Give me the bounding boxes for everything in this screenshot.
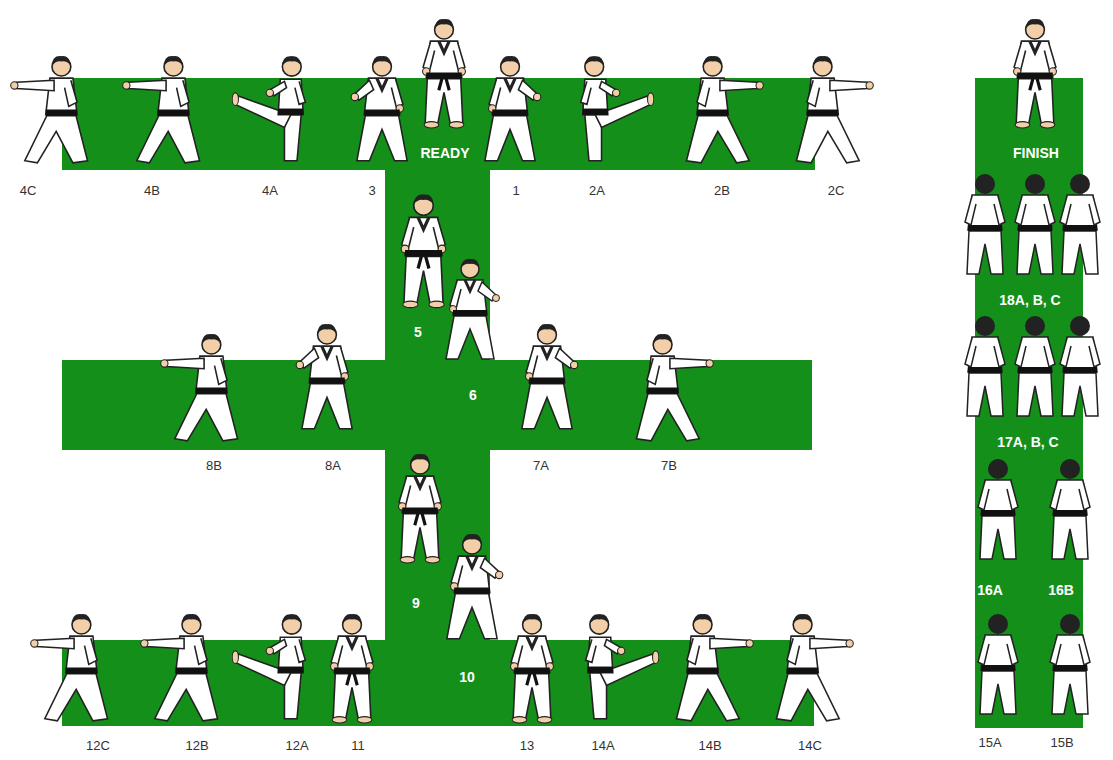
step-label: 15B	[1050, 735, 1073, 750]
step-label: 4B	[144, 183, 160, 198]
step-label: 14C	[798, 738, 822, 753]
punch-figure	[123, 56, 200, 163]
punch-figure	[796, 56, 873, 163]
punch-figure	[636, 334, 713, 441]
finish-figure	[1014, 19, 1057, 128]
back-figure	[1015, 316, 1055, 416]
step-label: 8B	[206, 458, 222, 473]
punch-figure	[141, 614, 218, 721]
step-label: 15A	[978, 735, 1001, 750]
step-label: READY	[420, 145, 469, 161]
step-label: 16A	[977, 582, 1003, 598]
kick-figure	[232, 614, 305, 719]
block-figure	[351, 56, 407, 161]
back-figure	[978, 459, 1018, 559]
step-label: 14B	[698, 738, 721, 753]
block-figure	[296, 324, 352, 429]
step-label: 4A	[262, 183, 278, 198]
back-figure	[1050, 614, 1090, 714]
back-figure	[1060, 174, 1100, 274]
stand-figure	[331, 614, 374, 723]
step-label: 7B	[661, 458, 677, 473]
step-label: 4C	[20, 183, 37, 198]
punch-figure	[11, 56, 88, 163]
punch-figure	[31, 614, 108, 721]
step-label: 13	[520, 738, 534, 753]
step-label: 14A	[591, 738, 614, 753]
step-label: 2C	[828, 183, 845, 198]
step-label: 12C	[86, 738, 110, 753]
punch-figure	[776, 614, 853, 721]
back-figure	[1060, 316, 1100, 416]
stand-figure	[511, 614, 554, 723]
back-figure	[965, 174, 1005, 274]
back-figure	[978, 614, 1018, 714]
mat-band	[62, 360, 812, 450]
step-label: 18A, B, C	[999, 292, 1060, 308]
step-label: 7A	[533, 458, 549, 473]
block-figure	[446, 259, 500, 359]
kick-figure	[581, 56, 654, 161]
stand-figure	[401, 194, 446, 307]
back-figure	[1015, 174, 1055, 274]
step-label: 5	[414, 324, 422, 340]
step-label: 17A, B, C	[997, 434, 1058, 450]
step-label: 12B	[185, 738, 208, 753]
block-figure	[447, 534, 503, 639]
kick-figure	[232, 56, 305, 161]
block-figure	[485, 56, 541, 161]
punch-figure	[161, 334, 238, 441]
punch-figure	[676, 614, 753, 721]
step-label: 10	[459, 669, 475, 685]
step-label: 12A	[285, 738, 308, 753]
punch-figure	[686, 56, 763, 163]
step-label: 16B	[1048, 582, 1074, 598]
step-label: 8A	[325, 458, 341, 473]
stand-figure	[399, 454, 442, 563]
step-label: 6	[469, 387, 477, 403]
back-figure	[965, 316, 1005, 416]
back-figure	[1050, 459, 1090, 559]
step-label: 2A	[589, 183, 605, 198]
step-label: 9	[412, 595, 420, 611]
step-label: 3	[368, 183, 375, 198]
step-label: FINISH	[1013, 145, 1059, 161]
kick-figure	[586, 614, 659, 719]
step-label: 11	[351, 738, 365, 753]
step-label: 1	[512, 183, 519, 198]
ready-figure	[423, 19, 466, 128]
block-figure	[522, 324, 578, 429]
step-label: 2B	[714, 183, 730, 198]
